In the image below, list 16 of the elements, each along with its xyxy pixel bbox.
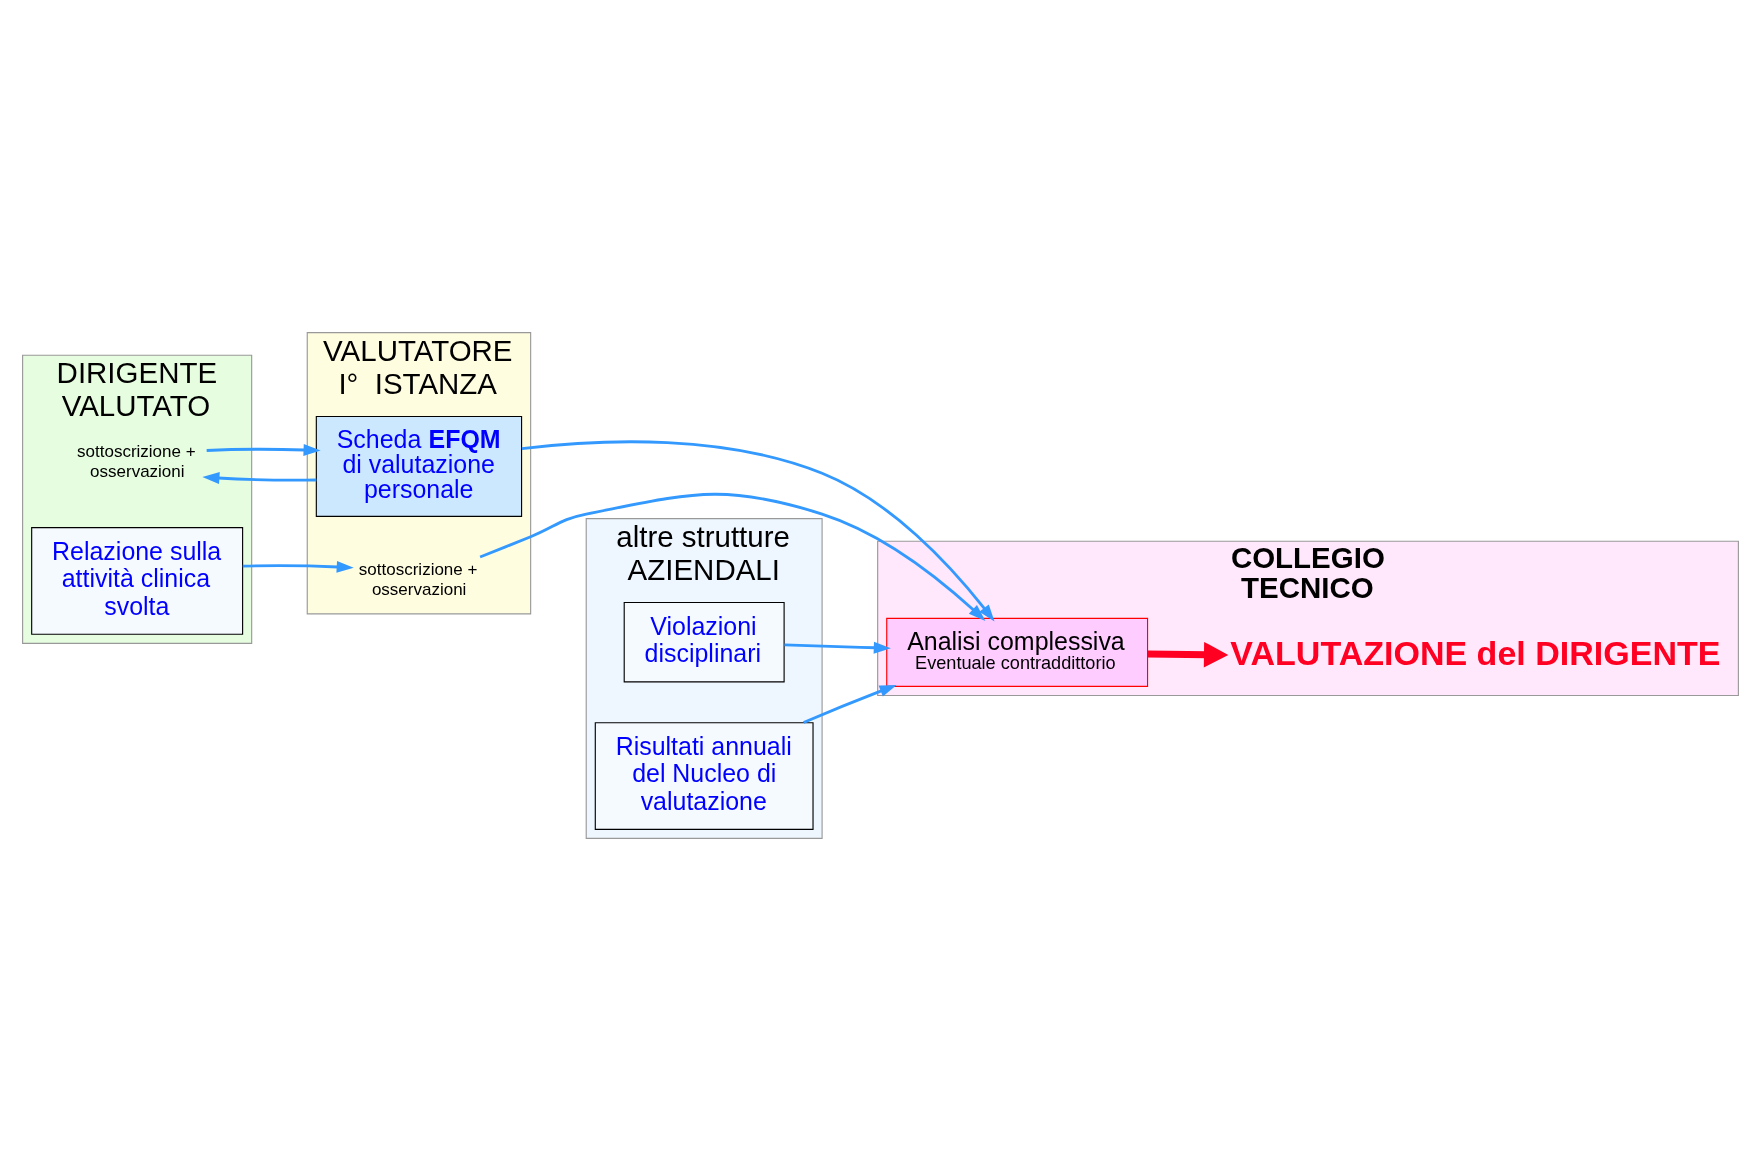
node-text: VALUTAZIONE del DIRIGENTE (1229, 634, 1720, 673)
arrow (521, 440, 994, 622)
node-box: Analisi complessiva Eventuale contraddittorio (885, 617, 1148, 687)
node-text: sottoscrizione + osservazioni (76, 442, 196, 481)
node-box: Scheda EFQM di valutazione personale (315, 415, 522, 517)
arrow (479, 492, 985, 621)
node-box: Risultati annuali del Nucleo di valutazione (594, 722, 814, 830)
arrow (783, 641, 891, 654)
node-box: Violazioni disciplinari (623, 601, 785, 683)
arrow (201, 472, 316, 484)
arrow (802, 684, 897, 724)
arrow (206, 444, 321, 456)
arrow (1147, 641, 1228, 668)
node-text: sottoscrizione + osservazioni (358, 560, 477, 599)
node-box: Relazione sulla attività clinica svolta (30, 527, 243, 635)
arrow (242, 560, 354, 573)
